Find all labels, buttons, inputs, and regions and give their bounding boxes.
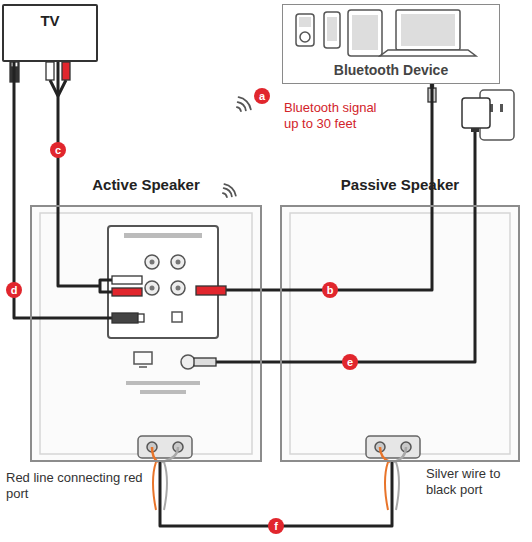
rca-jack [171,255,185,269]
tv-plugs [10,62,70,96]
adapter-neck [471,128,479,132]
jack-centre [176,260,181,265]
aux-cable [226,289,262,292]
jack-centre [150,286,155,291]
cable-runs [30,132,475,362]
callout-letter: f [268,518,284,534]
speaker-cabinet [30,205,262,462]
rca-plug-white [112,276,142,284]
player-icon [296,14,314,46]
rca-jack [171,281,185,295]
speaker-heading: Active Speaker [30,176,262,200]
red-wire [380,447,390,462]
cabinet-fill [30,205,262,462]
box-label: TV [40,12,59,29]
optical-port [172,312,182,322]
jack-centre [150,260,155,265]
cabinet-art [30,205,520,462]
terminal-plate [138,436,192,458]
signal-arc [238,102,246,110]
device-box: Bluetooth Device [282,4,500,84]
adapter-body [462,98,490,128]
speaker-heading: Passive Speaker [280,176,520,200]
phone-icon [324,12,340,48]
callout-letter: c [50,142,66,158]
panel-print [140,390,186,394]
red-wire [152,447,158,462]
power-adapter [462,90,514,140]
power-jack [181,355,195,369]
phone-screen [327,17,337,41]
device-icons [296,10,476,56]
cable-connector [57,62,60,205]
aux-plug-red [196,286,226,295]
power-cable [216,132,475,362]
callout-letter: a [254,88,270,104]
cable-connector [160,462,392,526]
laptop-screen [396,10,460,50]
silver-wire [396,462,399,510]
optical-plug [112,313,138,323]
tv-symbol [134,352,152,364]
optical-tip [138,314,144,322]
jack-centre [176,286,181,291]
panel-print [126,381,200,385]
terminal-plate [366,436,420,458]
power-plug [194,358,216,366]
cabinet-face [290,213,510,454]
silver-wire [162,447,178,462]
rca-plug-red [62,62,70,80]
panel-plate [108,226,218,338]
signal-arc [239,97,251,109]
signal-arcs [223,97,251,197]
outlet-slot [500,104,503,112]
speaker-cabinet [280,205,520,462]
cabinet-face [40,213,252,454]
cabinet-fill [280,205,520,462]
rca-branch [100,280,112,286]
callout-letter: d [6,282,22,298]
signal-arc [223,193,227,197]
panel-print [124,233,202,238]
rca-jacks [145,255,185,295]
cable-connector [14,62,30,318]
optical-cable [30,317,112,320]
speaker-terminals [138,436,420,510]
signal-arc [237,107,241,111]
rca-jack [145,255,159,269]
red-wire [385,462,388,510]
wire-note: Silver wire to black port [426,466,526,498]
rca-plug-red [112,288,142,296]
speaker-title: Active Speaker [92,176,200,193]
tv-box: TV [2,4,98,62]
rca-cable [58,205,100,286]
signal-arc [224,184,235,195]
tv-symbol-stand [139,366,147,368]
red-wire [153,462,156,510]
tablet-screen [352,15,378,50]
callout-letter: e [342,354,358,370]
laptop-display [401,14,455,46]
silver-wire [164,462,167,510]
tablet-icon [348,10,382,56]
laptop-base [380,50,476,56]
panel-plugs [112,276,226,366]
box-label: Bluetooth Device [334,62,448,78]
signal-note: Bluetooth signal up to 30 feet [284,100,388,132]
callout-letter: b [322,282,338,298]
jack-centres [150,260,181,291]
speaker-title: Passive Speaker [341,176,459,193]
speaker-node: Passive Speaker [280,176,520,462]
rca-plug-white [46,62,54,80]
signal-arc [224,188,232,196]
silver-wire [394,447,406,462]
player-wheel [300,32,310,42]
wire-note: Red line connecting red port [6,470,146,502]
player-screen [299,17,311,27]
speaker-node: Active Speaker [30,176,262,462]
rca-branch [100,286,112,292]
input-panel [108,226,218,394]
rca-jack [145,281,159,295]
